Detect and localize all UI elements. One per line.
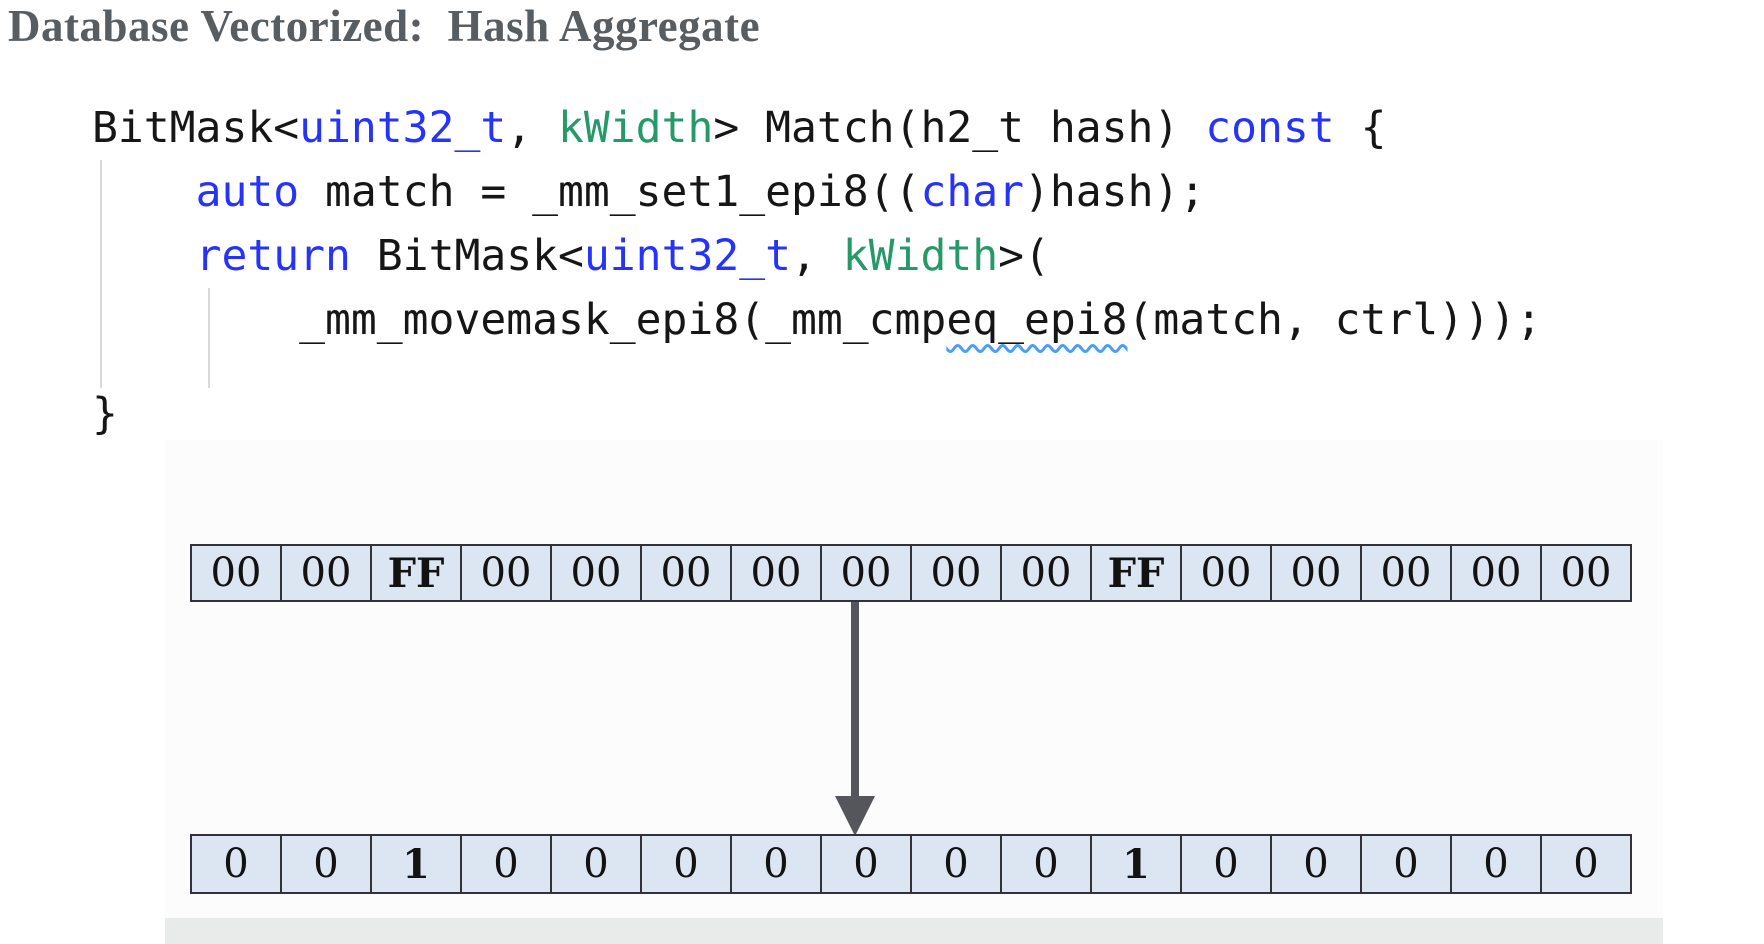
byte-cell: 00: [1270, 546, 1360, 600]
bit-cell: 0: [192, 836, 280, 892]
slide-title: Database Vectorized: Hash Aggregate: [8, 1, 761, 51]
byte-cell: 00: [730, 546, 820, 600]
bit-cell: 0: [1000, 836, 1090, 892]
byte-cell: 00: [192, 546, 280, 600]
bit-cell: 0: [1180, 836, 1270, 892]
down-arrow-head: [835, 796, 875, 836]
bit-cell: 1: [1090, 836, 1180, 892]
bit-cell: 0: [1270, 836, 1360, 892]
byte-cell: FF: [1090, 546, 1180, 600]
code-line: BitMask<uint32_t, kWidth> Match(h2_t has…: [92, 103, 1387, 153]
bit-cell: 0: [1540, 836, 1630, 892]
byte-cell: 00: [1000, 546, 1090, 600]
bit-cell: 1: [370, 836, 460, 892]
byte-cell: 00: [550, 546, 640, 600]
byte-cell: 00: [460, 546, 550, 600]
byte-cell: 00: [1540, 546, 1630, 600]
indent-guide: [208, 288, 210, 388]
bit-cell: 0: [1360, 836, 1450, 892]
bit-cell: 0: [550, 836, 640, 892]
byte-cell: 00: [280, 546, 370, 600]
code-line: _mm_movemask_epi8(_mm_cmpeq_epi8(match, …: [299, 295, 1542, 345]
code-block: BitMask<uint32_t, kWidth> Match(h2_t has…: [92, 96, 1542, 446]
bit-cell: 0: [460, 836, 550, 892]
byte-cell: 00: [1360, 546, 1450, 600]
byte-cell: 00: [1180, 546, 1270, 600]
code-line: return BitMask<uint32_t, kWidth>(: [195, 231, 1050, 281]
bit-cell: 0: [280, 836, 370, 892]
bit-cell: 0: [910, 836, 1000, 892]
byte-cell: 00: [640, 546, 730, 600]
footer-strip: [165, 918, 1663, 944]
code-line: auto match = _mm_set1_epi8((char)hash);: [195, 167, 1206, 217]
bit-cell: 0: [820, 836, 910, 892]
bit-cell: 0: [730, 836, 820, 892]
bit-cell: 0: [640, 836, 730, 892]
indent-guide: [100, 160, 102, 388]
byte-cell: 00: [1450, 546, 1540, 600]
code-line: }: [92, 389, 118, 439]
down-arrow-shaft: [851, 602, 859, 798]
byte-cell: FF: [370, 546, 460, 600]
byte-cell: 00: [910, 546, 1000, 600]
byte-cell: 00: [820, 546, 910, 600]
bit-cell: 0: [1450, 836, 1540, 892]
